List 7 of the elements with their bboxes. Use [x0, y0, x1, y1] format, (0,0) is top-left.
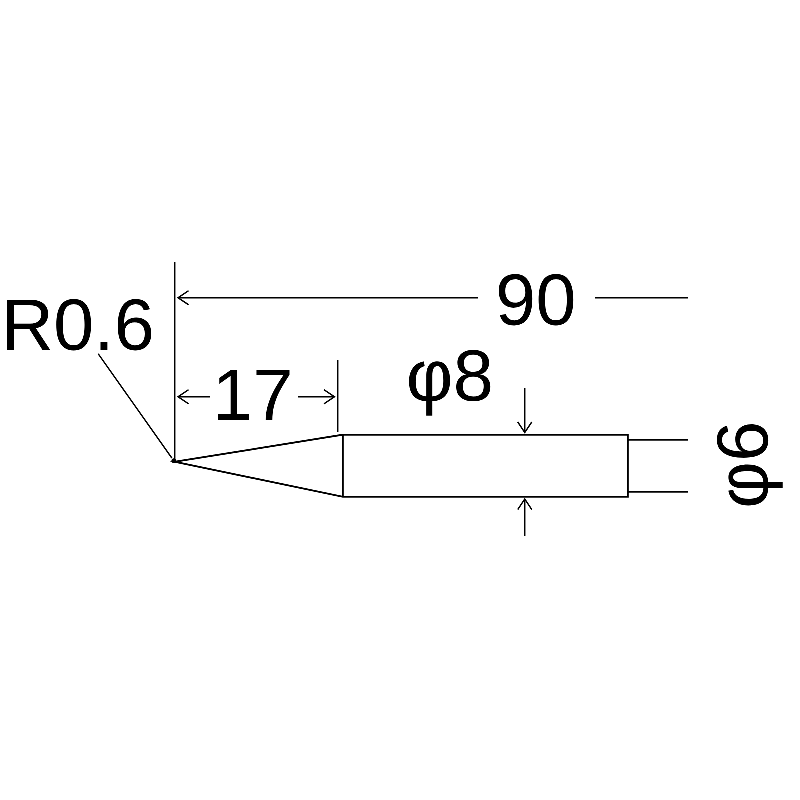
dimension-label: 90 [499, 274, 574, 326]
dimension-label: 17 [218, 370, 290, 420]
dimension-label: φ6 [717, 424, 783, 506]
leader-line [98, 354, 173, 459]
dimension-label: φ8 [409, 350, 491, 416]
tip-point [172, 458, 176, 464]
radius-label: R0.6 [7, 299, 152, 351]
